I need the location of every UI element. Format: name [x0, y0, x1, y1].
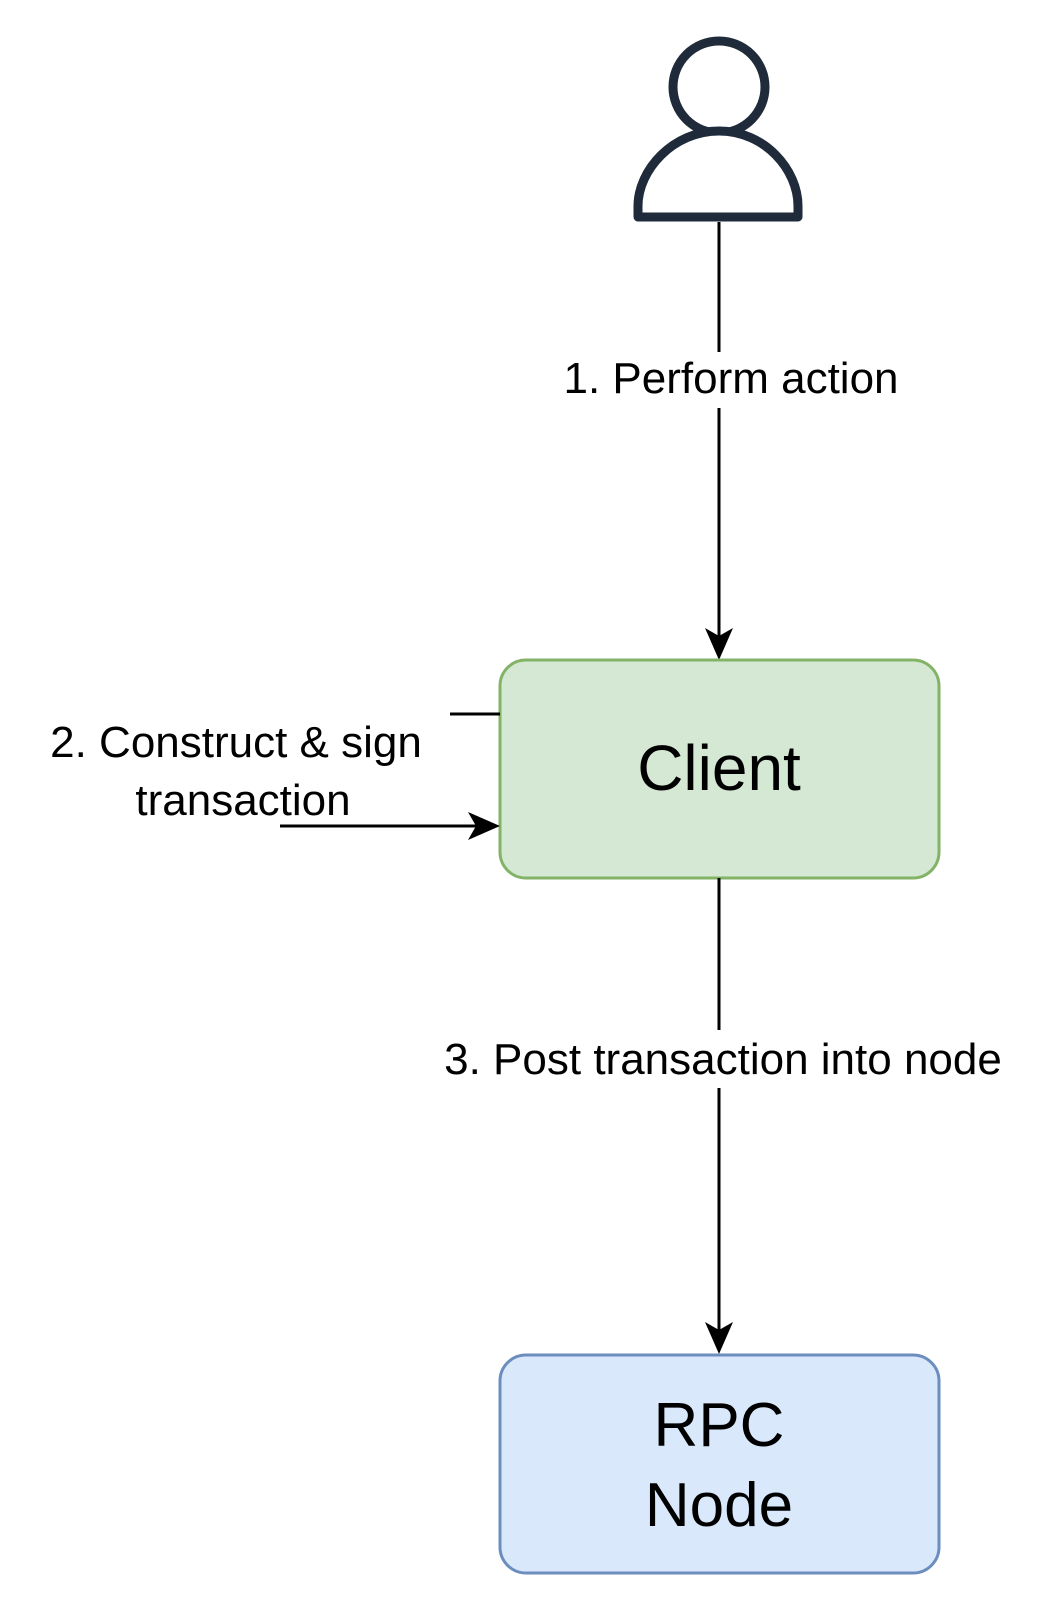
- rpc-node-label-line1: RPC: [654, 1391, 785, 1460]
- edge-label-construct-sign-line1: 2. Construct & sign: [50, 718, 422, 767]
- edge-post-transaction: 3. Post transaction into node: [444, 878, 1002, 1354]
- arrowhead-icon: [705, 1322, 733, 1354]
- edge-perform-action: 1. Perform action: [563, 222, 899, 660]
- client-node-label: Client: [637, 732, 801, 804]
- arrowhead-icon: [468, 812, 500, 840]
- edge-label-post-transaction: 3. Post transaction into node: [444, 1035, 1002, 1084]
- rpc-node-label-line2: Node: [645, 1471, 793, 1540]
- edge-construct-sign: 2. Construct & sign transaction: [20, 700, 500, 840]
- edge-label-perform-action: 1. Perform action: [563, 354, 898, 403]
- user-icon: [633, 36, 803, 222]
- client-node: Client: [498, 658, 941, 880]
- rpc-node: RPC Node: [498, 1353, 941, 1575]
- arrowhead-icon: [705, 628, 733, 660]
- edge-label-construct-sign-line2: transaction: [135, 776, 350, 825]
